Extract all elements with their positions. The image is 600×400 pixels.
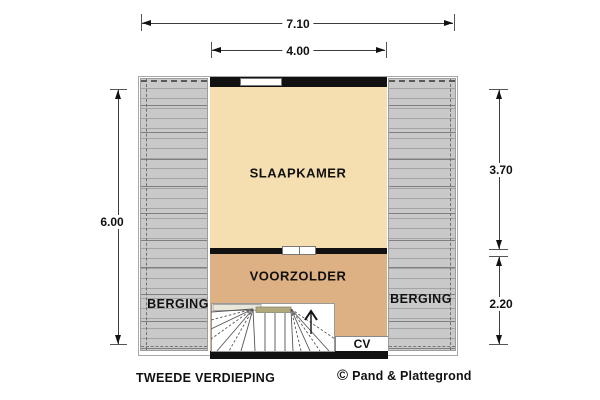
copyright: © Pand & Plattegrond <box>337 368 472 384</box>
arrowhead-icon <box>496 240 502 249</box>
arrowhead-icon <box>444 20 453 26</box>
stairs-up-arrow-icon <box>304 309 318 334</box>
arrowhead-icon <box>115 90 121 99</box>
wall-top <box>210 77 387 87</box>
dim-tick <box>386 42 387 58</box>
room-cv-label: CV <box>353 337 371 351</box>
window-top <box>240 78 282 86</box>
window-middle <box>282 246 316 255</box>
roof-dashed-line <box>389 346 455 347</box>
dim-tick <box>489 256 508 257</box>
arrowhead-icon <box>115 335 121 344</box>
roof-dashed-line <box>450 79 451 350</box>
arrowhead-icon <box>142 20 151 26</box>
dim-tick <box>454 14 455 31</box>
room-berging-right-label: BERGING <box>390 292 452 306</box>
dim-tick <box>110 344 127 345</box>
arrowhead-icon <box>496 335 502 344</box>
dim-overall-depth-label: 6.00 <box>96 215 128 229</box>
dim-tick <box>489 344 508 345</box>
room-voorzolder-label: VOORZOLDER <box>249 268 347 284</box>
roof-hatch-right <box>388 78 456 351</box>
dim-tick <box>211 42 212 58</box>
arrowhead-icon <box>212 47 221 53</box>
dim-tick <box>110 89 127 90</box>
dim-voorzolder-depth-label: 2.20 <box>485 297 517 311</box>
window-mullion <box>299 247 300 254</box>
floor-title: TWEEDE VERDIEPING <box>136 371 276 385</box>
room-cv: CV <box>335 336 388 351</box>
room-slaapkamer-label: SLAAPKAMER <box>249 165 347 181</box>
wall-bottom <box>210 351 388 359</box>
roof-hatch-left <box>140 78 208 351</box>
arrowhead-icon <box>376 47 385 53</box>
dim-tick <box>489 89 508 90</box>
roof-dashed-line <box>389 80 455 82</box>
dim-tick <box>489 249 508 250</box>
staircase-drawing <box>211 303 335 352</box>
copyright-name: Pand & Plattegrond <box>352 369 472 383</box>
dim-overall-width-label: 7.10 <box>282 17 314 31</box>
roof-dashed-line <box>141 80 207 82</box>
dim-tick <box>141 14 142 31</box>
dim-slaapkamer-width-label: 4.00 <box>282 44 314 58</box>
arrowhead-icon <box>496 90 502 99</box>
roof-dashed-line <box>146 79 147 350</box>
roof-dashed-line <box>141 346 207 347</box>
room-slaapkamer <box>210 87 387 248</box>
room-berging-left-label: BERGING <box>147 297 209 311</box>
arrowhead-icon <box>496 257 502 266</box>
dim-slaapkamer-depth-label: 3.70 <box>485 163 517 177</box>
copyright-icon: © <box>337 367 349 384</box>
